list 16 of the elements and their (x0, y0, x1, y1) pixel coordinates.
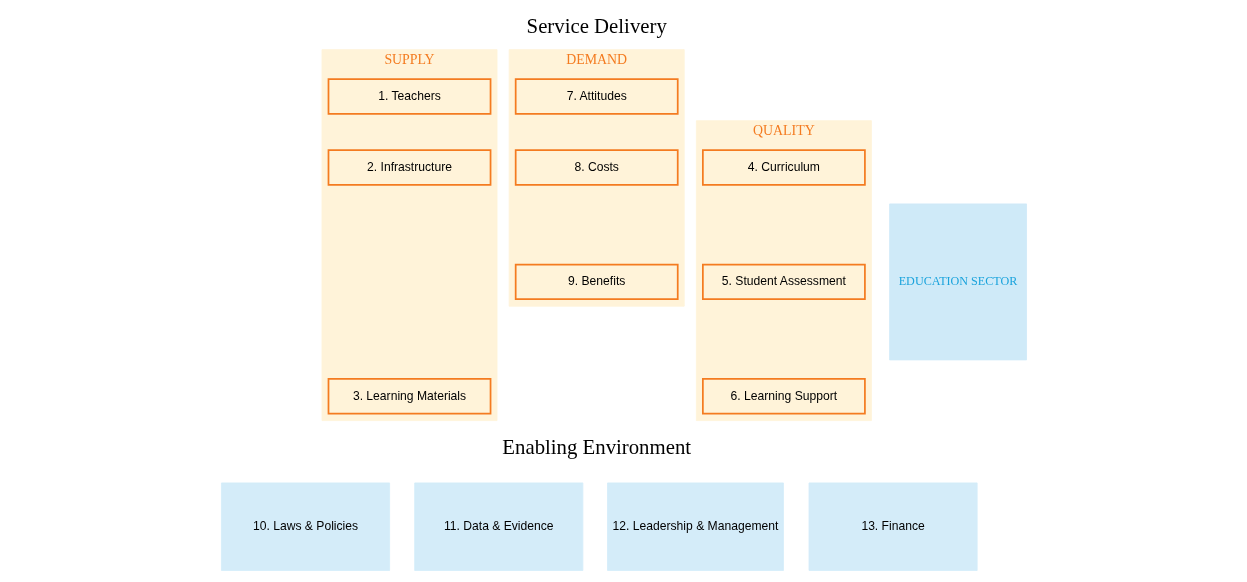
node-box: 6. Learning Support (701, 378, 866, 415)
node-box: 10. Laws & Policies (220, 482, 390, 571)
node-box: 9. Benefits (514, 263, 679, 301)
node-box: 8. Costs (514, 149, 679, 186)
node-box: 2. Infrastructure (327, 149, 491, 186)
node-box: 4. Curriculum (701, 149, 866, 186)
node-box: EDUCATION SECTOR (888, 203, 1027, 361)
node-box: 11. Data & Evidence (413, 482, 583, 571)
node-box: 1. Teachers (327, 78, 491, 115)
node-box: 7. Attitudes (514, 78, 679, 115)
node-box: 13. Finance (808, 482, 978, 571)
node-box: 5. Student Assessment (701, 263, 866, 301)
node-box: 3. Learning Materials (327, 378, 491, 415)
node-box: 12. Leadership & Management (606, 482, 784, 571)
label: Service Delivery (526, 13, 667, 37)
label: Enabling Environment (501, 434, 691, 458)
